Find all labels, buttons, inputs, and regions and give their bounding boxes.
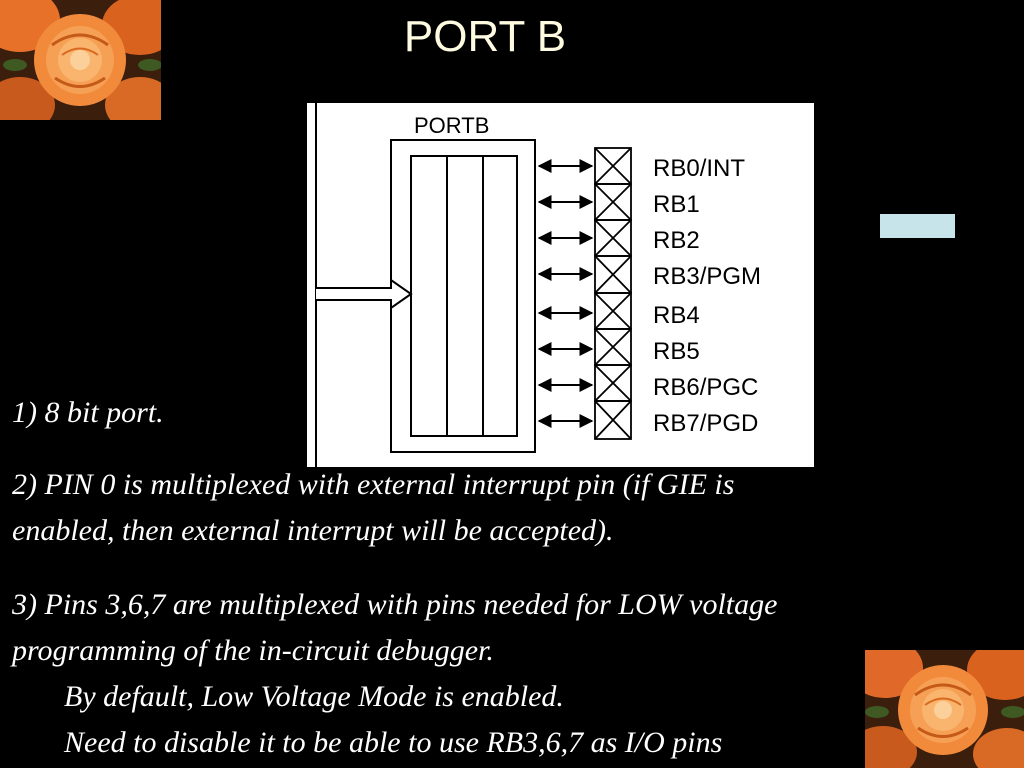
pin-label-rb7: RB7/PGD	[653, 410, 758, 437]
pin-label-rb4: RB4	[653, 302, 700, 329]
point-3-line-1: 3) Pins 3,6,7 are multiplexed with pins …	[12, 588, 778, 621]
pin-label-rb6: RB6/PGC	[653, 374, 758, 401]
pin-label-rb2: RB2	[653, 227, 700, 254]
pin-arrows	[537, 159, 594, 428]
point-3-line-4: Need to disable it to be able to use RB3…	[64, 726, 723, 759]
portb-register	[410, 155, 518, 437]
point-1: 1) 8 bit port.	[12, 390, 164, 436]
point-1-text: 1) 8 bit port.	[12, 396, 164, 429]
bus-input-arrow	[316, 278, 413, 310]
pin-label-rb5: RB5	[653, 338, 700, 365]
pin-label-rb3: RB3/PGM	[653, 263, 761, 290]
point-3: 3) Pins 3,6,7 are multiplexed with pins …	[12, 582, 777, 766]
pin-boxes	[594, 147, 632, 440]
rose-image-top-left	[0, 0, 161, 120]
point-2: 2) PIN 0 is multiplexed with external in…	[12, 462, 734, 554]
accent-swatch	[880, 214, 955, 238]
portb-block-diagram: PORTB	[307, 103, 814, 467]
point-2-line-1: 2) PIN 0 is multiplexed with external in…	[12, 468, 735, 501]
point-2-line-2: enabled, then external interrupt will be…	[12, 514, 614, 547]
pin-label-rb1: RB1	[653, 191, 700, 218]
portb-outer-box	[390, 139, 536, 453]
rose-image-bottom-right	[865, 650, 1024, 768]
portb-label: PORTB	[414, 113, 489, 138]
pin-label-rb0: RB0/INT	[653, 155, 745, 182]
point-3-line-3: By default, Low Voltage Mode is enabled.	[64, 680, 564, 713]
slide-title: PORT B	[403, 12, 567, 61]
point-3-line-2: programming of the in-circuit debugger.	[12, 634, 494, 667]
